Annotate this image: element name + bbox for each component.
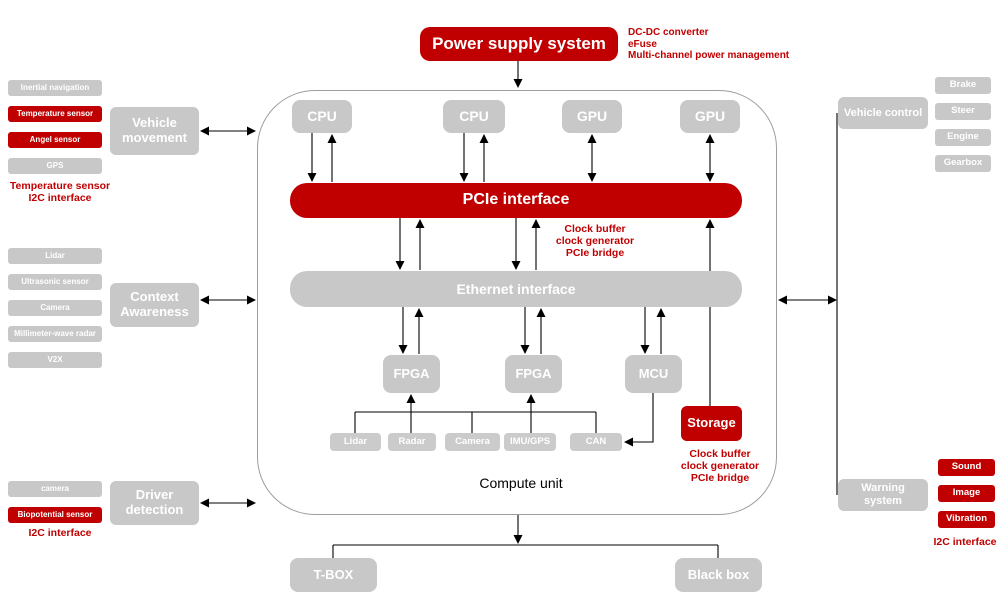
sensor-temperature: Temperature sensor <box>8 106 102 122</box>
storage-box: Storage <box>681 406 742 441</box>
chip-fpga-2: FPGA <box>505 355 562 393</box>
vehicle-movement-notes: Temperature sensor I2C interface <box>0 180 120 204</box>
note-line: Temperature sensor <box>9 180 111 192</box>
storage-note-line: PCIe bridge <box>690 472 750 484</box>
io-port-camera: Camera <box>445 433 500 451</box>
group-vehicle-movement: Vehicle movement <box>110 107 199 155</box>
sensor-biopotential: Biopotential sensor <box>8 507 102 523</box>
note-line: I2C interface <box>933 536 997 548</box>
warning-sound: Sound <box>938 459 995 476</box>
power-note-line: Multi-channel power management <box>628 50 790 61</box>
power-supply-box: Power supply system <box>420 27 618 61</box>
driver-detection-notes: I2C interface <box>0 527 120 539</box>
group-driver-detection: Driver detection <box>110 481 199 525</box>
actuator-brake: Brake <box>935 77 991 94</box>
sensor-ultrasonic: Ultrasonic sensor <box>8 274 102 290</box>
storage-notes: Clock buffer clock generator PCIe bridge <box>650 448 790 484</box>
pcie-interface-bar: PCIe interface <box>290 183 742 218</box>
pcie-notes: Clock buffer clock generator PCIe bridge <box>535 223 655 259</box>
pcie-note-line: Clock buffer <box>564 223 626 235</box>
power-note-line: eFuse <box>628 38 657 50</box>
io-port-radar: Radar <box>388 433 436 451</box>
chip-cpu-1: CPU <box>292 100 352 133</box>
black-box-box: Black box <box>675 558 762 592</box>
io-port-lidar: Lidar <box>330 433 381 451</box>
sensor-v2x: V2X <box>8 352 102 368</box>
sensor-lidar: Lidar <box>8 248 102 264</box>
chip-mcu: MCU <box>625 355 682 393</box>
ethernet-interface-bar: Ethernet interface <box>290 271 742 307</box>
warning-system-notes: I2C interface <box>930 536 1000 548</box>
actuator-engine: Engine <box>935 129 991 146</box>
group-context-awareness: Context Awareness <box>110 283 199 327</box>
group-warning-system: Warning system <box>838 479 928 511</box>
io-port-imu-gps: IMU/GPS <box>504 433 556 451</box>
actuator-gearbox: Gearbox <box>935 155 991 172</box>
chip-fpga-1: FPGA <box>383 355 440 393</box>
note-line: I2C interface <box>28 527 92 539</box>
actuator-steer: Steer <box>935 103 991 120</box>
sensor-gps: GPS <box>8 158 102 174</box>
storage-note-line: clock generator <box>680 460 760 472</box>
sensor-angel: Angel sensor <box>8 132 102 148</box>
sensor-driver-camera: camera <box>8 481 102 497</box>
sensor-camera: Camera <box>8 300 102 316</box>
warning-image: Image <box>938 485 995 502</box>
chip-gpu-1: GPU <box>562 100 622 133</box>
chip-gpu-2: GPU <box>680 100 740 133</box>
pcie-note-line: clock generator <box>555 235 635 247</box>
sensor-inertial-navigation: Inertial navigation <box>8 80 102 96</box>
tbox-box: T-BOX <box>290 558 377 592</box>
sensor-mmwave-radar: Millimeter-wave radar <box>8 326 102 342</box>
chip-cpu-2: CPU <box>443 100 505 133</box>
warning-vibration: Vibration <box>938 511 995 528</box>
group-vehicle-control: Vehicle control <box>838 97 928 129</box>
pcie-note-line: PCIe bridge <box>565 247 625 259</box>
note-line: I2C interface <box>28 192 92 204</box>
storage-note-line: Clock buffer <box>689 448 751 460</box>
power-note-line: DC-DC converter <box>628 27 709 38</box>
io-port-can: CAN <box>570 433 622 451</box>
power-supply-notes: DC-DC converter eFuse Multi-channel powe… <box>628 27 868 62</box>
compute-unit-caption: Compute unit <box>479 475 563 491</box>
